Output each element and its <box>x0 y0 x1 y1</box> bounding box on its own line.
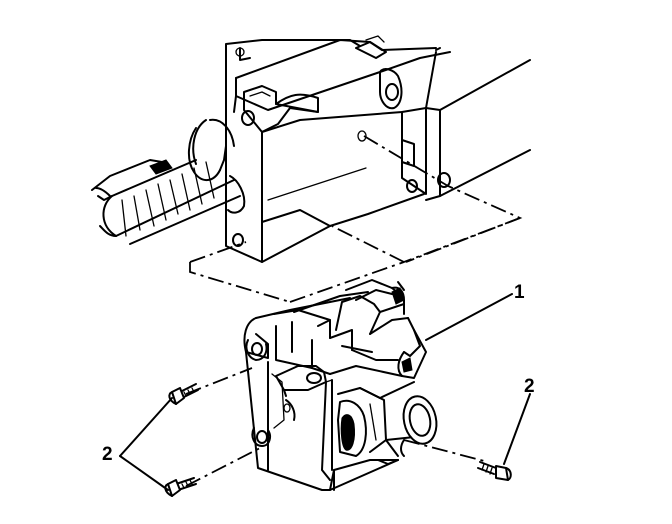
callout-1-housing: 1 <box>514 282 525 303</box>
column-bracket-assembly <box>91 35 531 263</box>
bolt-lower-left <box>164 477 197 497</box>
callout-2-bolts-left: 2 <box>102 444 113 465</box>
bolt-right <box>477 461 512 481</box>
bolt-upper-left <box>168 383 199 405</box>
leader-lines <box>119 293 531 491</box>
lock-housing <box>243 279 438 491</box>
callout-2-bolt-right: 2 <box>524 376 535 397</box>
